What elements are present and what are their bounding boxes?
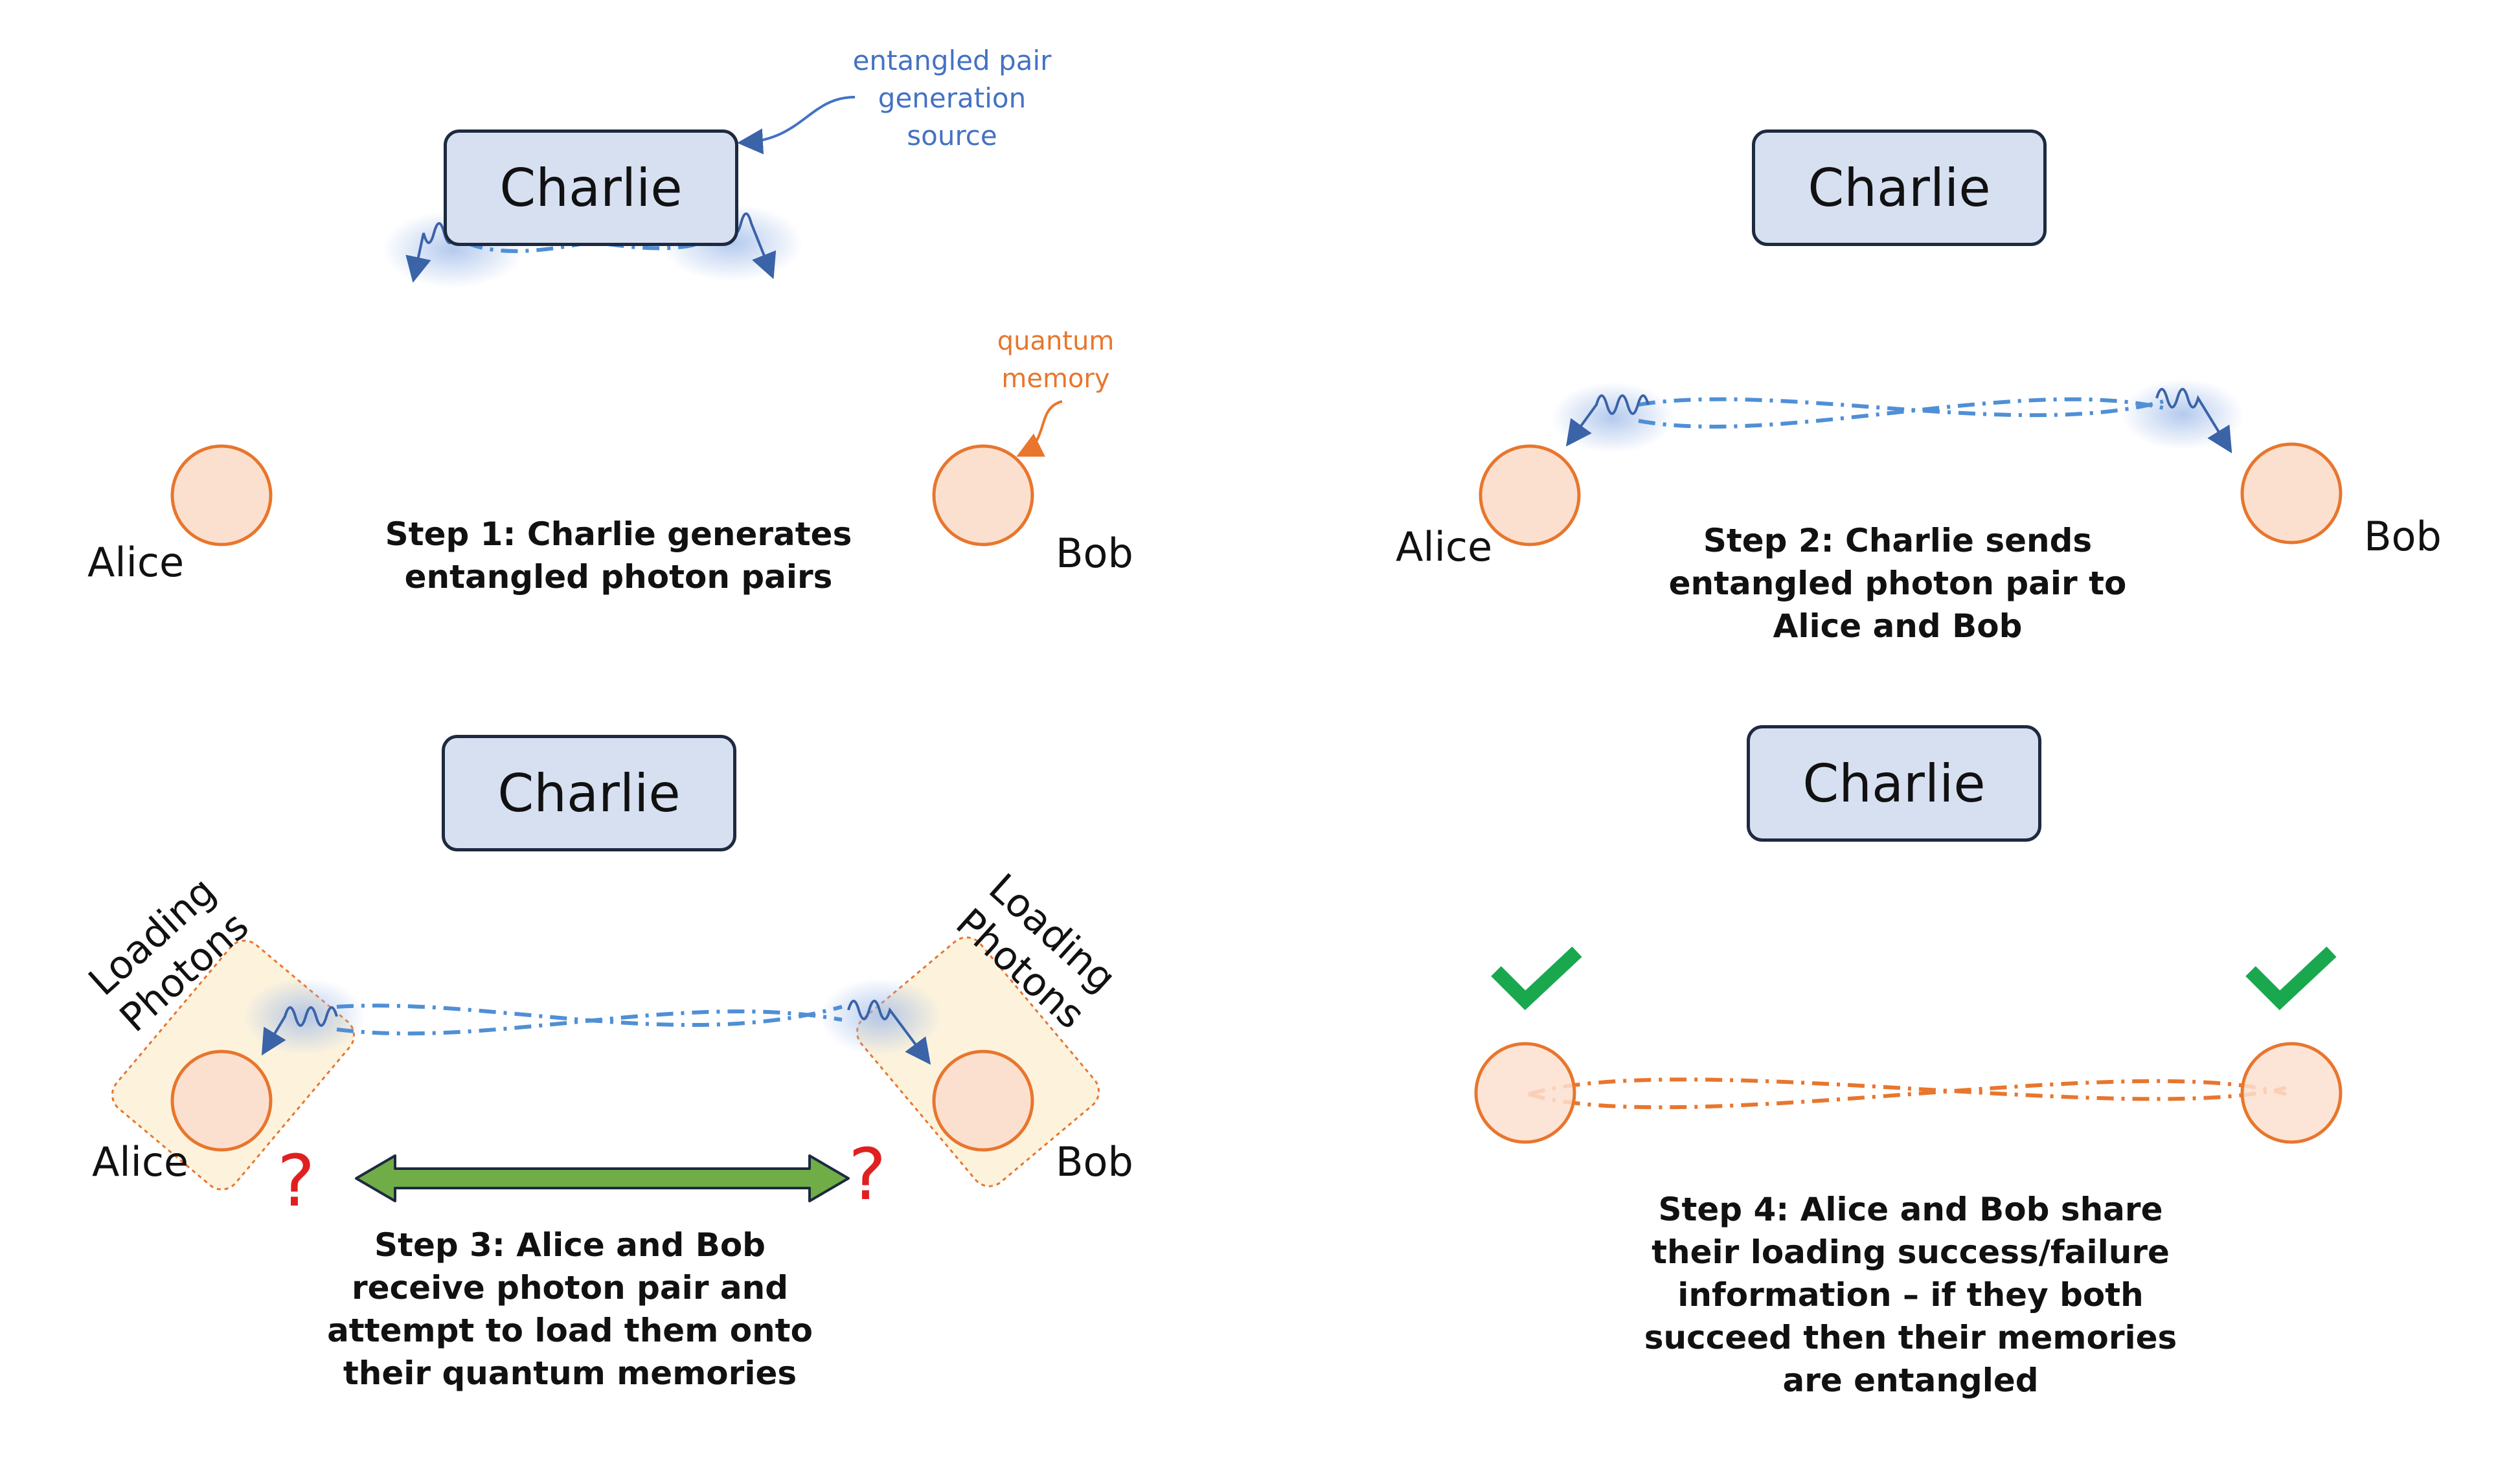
step3-alice-memory [170, 1050, 273, 1152]
check-icon [2245, 946, 2337, 1011]
step1-bob-label: Bob [1056, 530, 1133, 577]
step3-caption: Step 3: Alice and Bob receive photon pai… [327, 1226, 813, 1392]
source-note: entangled pair generation source [852, 45, 1052, 152]
charlie-box-step3: Charlie [442, 735, 736, 851]
step2-alice-memory [1479, 444, 1581, 546]
step3-photon-glow [243, 978, 942, 1055]
step2-photon-wave-left [1565, 394, 1650, 447]
step1-bob-memory [932, 444, 1034, 546]
source-callout-arrow [737, 96, 856, 155]
step3-photon-wave-left [261, 1006, 338, 1056]
charlie-label: Charlie [1802, 753, 1986, 814]
step3-bob-label: Bob [1056, 1138, 1133, 1185]
step4-alice-memory [1474, 1042, 1576, 1144]
step3-entangled-pair [336, 1004, 843, 1036]
step1-alice-memory [170, 444, 273, 546]
left-question-mark: ? [277, 1140, 315, 1222]
step3-photon-wave-right [847, 1000, 931, 1065]
step4-caption: Step 4: Alice and Bob share their loadin… [1644, 1191, 2177, 1399]
step2-bob-label: Bob [2364, 513, 2442, 560]
step2-alice-label: Alice [1396, 523, 1493, 570]
step3-bob-memory [932, 1050, 1034, 1152]
charlie-box-step2: Charlie [1752, 129, 2047, 246]
charlie-box-step4: Charlie [1747, 725, 2041, 842]
step2-photon-glow [1551, 379, 2244, 453]
step1-alice-label: Alice [87, 539, 185, 586]
step3-alice-label: Alice [92, 1138, 189, 1185]
charlie-label: Charlie [499, 157, 683, 218]
charlie-label: Charlie [497, 763, 681, 824]
step2-photon-wave-right [2155, 388, 2232, 454]
step4-entangled-memories [1528, 1077, 2287, 1110]
step2-caption: Step 2: Charlie sends entangled photon p… [1668, 522, 2127, 645]
charlie-label: Charlie [1808, 157, 1991, 218]
memory-callout-arrow [1016, 400, 1063, 457]
step1-caption: Step 1: Charlie generates entangled phot… [385, 515, 852, 596]
classical-channel-arrow [355, 1154, 850, 1202]
step2-entangled-pair [1638, 397, 2164, 429]
memory-note: quantum memory [997, 326, 1115, 394]
check-icon [1491, 946, 1582, 1011]
step4-bob-memory [2240, 1042, 2343, 1144]
charlie-box-step1: Charlie [444, 129, 738, 246]
step2-bob-memory [2240, 442, 2343, 545]
right-question-mark: ? [848, 1133, 887, 1216]
